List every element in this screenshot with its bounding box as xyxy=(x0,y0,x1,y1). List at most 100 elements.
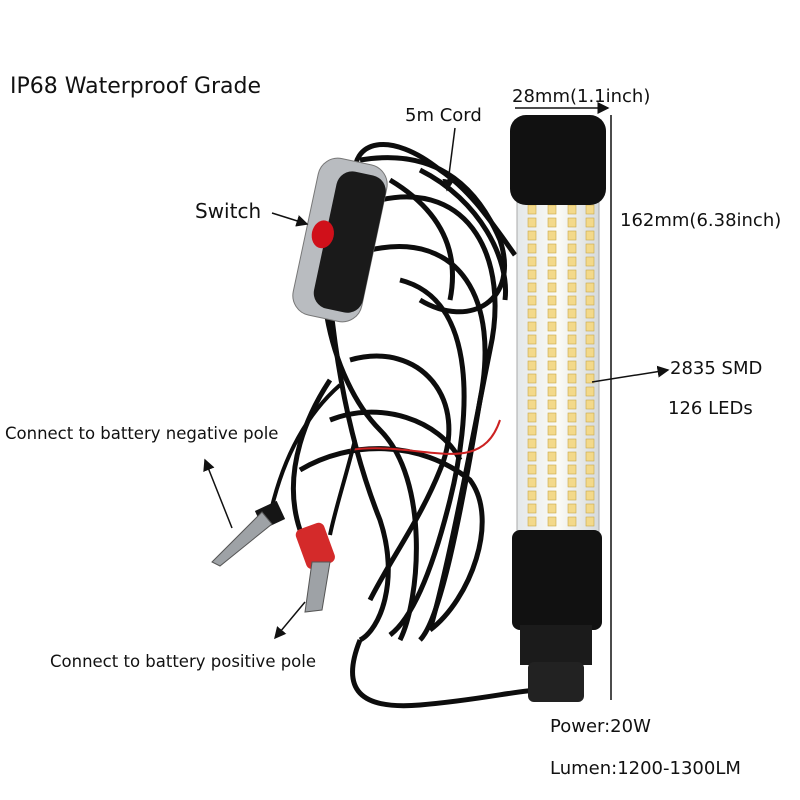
led-chip-icon xyxy=(567,308,577,319)
switch-label: Switch xyxy=(195,199,262,223)
led-chip-icon xyxy=(527,386,537,397)
battery-clip-negative xyxy=(211,383,342,567)
led-chip-icon xyxy=(527,451,537,462)
led-chip-icon xyxy=(547,425,557,436)
led-chip-icon xyxy=(567,334,577,345)
led-chip-icon xyxy=(547,490,557,501)
smd-arrow xyxy=(591,365,670,383)
led-chip-icon xyxy=(547,464,557,475)
led-chip-icon xyxy=(527,256,537,267)
led-chip-icon xyxy=(567,217,577,228)
cord-arrow xyxy=(442,127,456,192)
led-chip-icon xyxy=(585,451,595,462)
switch-button-icon xyxy=(311,220,334,249)
led-chip-icon xyxy=(567,230,577,241)
led-chip-icon xyxy=(527,464,537,475)
led-chip-icon xyxy=(567,282,577,293)
led-chip-icon xyxy=(585,295,595,306)
led-chip-icon xyxy=(585,477,595,488)
diameter-label: 28mm(1.1inch) xyxy=(512,86,651,107)
led-chip-icon xyxy=(527,399,537,410)
led-chip-icon xyxy=(585,360,595,371)
lumen-label: Lumen:1200-1300LM xyxy=(550,758,741,779)
led-chip-icon xyxy=(567,464,577,475)
led-chip-icon xyxy=(585,269,595,280)
led-chip-icon xyxy=(585,425,595,436)
led-chip-icon xyxy=(567,516,577,527)
led-chip-icon xyxy=(547,516,557,527)
led-chip-icon xyxy=(567,360,577,371)
switch-device xyxy=(292,157,388,323)
led-chip-icon xyxy=(567,503,577,514)
led-chip-icon xyxy=(527,347,537,358)
led-chip-icon xyxy=(527,217,537,228)
led-chip-icon xyxy=(585,230,595,241)
led-chip-icon xyxy=(527,516,537,527)
led-chip-icon xyxy=(547,243,557,254)
led-chip-icon xyxy=(567,386,577,397)
led-chip-icon xyxy=(527,308,537,319)
led-chip-icon xyxy=(527,438,537,449)
page-title: IP68 Waterproof Grade xyxy=(10,74,262,99)
led-chip-icon xyxy=(585,464,595,475)
led-chip-icon xyxy=(547,360,557,371)
led-chip-icon xyxy=(547,477,557,488)
led-chip-icon xyxy=(527,360,537,371)
led-chip-icon xyxy=(547,230,557,241)
led-chip-icon xyxy=(585,321,595,332)
led-chip-icon xyxy=(527,230,537,241)
negative-label: Connect to battery negative pole xyxy=(5,424,279,443)
led-chip-icon xyxy=(547,308,557,319)
led-chip-icon xyxy=(585,347,595,358)
led-chip-icon xyxy=(527,425,537,436)
led-chip-icon xyxy=(567,204,577,215)
length-label: 162mm(6.38inch) xyxy=(620,210,782,231)
led-chip-icon xyxy=(527,334,537,345)
led-chip-icon xyxy=(567,347,577,358)
led-chip-icon xyxy=(567,399,577,410)
led-chip-icon xyxy=(585,386,595,397)
led-chip-icon xyxy=(567,269,577,280)
led-chip-icon xyxy=(547,282,557,293)
led-chip-icon xyxy=(585,217,595,228)
led-chip-icon xyxy=(567,451,577,462)
negative-arrow xyxy=(203,458,233,529)
led-chip-icon xyxy=(567,425,577,436)
led-light-tube xyxy=(510,115,606,702)
led-chip-icon xyxy=(547,412,557,423)
led-chip-icon xyxy=(527,204,537,215)
led-chip-icon xyxy=(547,295,557,306)
led-chip-icon xyxy=(567,412,577,423)
led-chip-icon xyxy=(527,490,537,501)
led-chip-icon xyxy=(547,321,557,332)
led-chip-icon xyxy=(547,438,557,449)
led-chip-icon xyxy=(527,503,537,514)
led-chip-icon xyxy=(567,256,577,267)
led-chip-icon xyxy=(547,269,557,280)
led-chip-icon xyxy=(585,256,595,267)
led-chip-icon xyxy=(585,282,595,293)
led-chip-icon xyxy=(527,269,537,280)
led-chip-icon xyxy=(567,295,577,306)
led-chip-icon xyxy=(585,399,595,410)
led-chip-icon xyxy=(585,490,595,501)
led-chip-icon xyxy=(547,386,557,397)
cord-label: 5m Cord xyxy=(405,105,482,126)
positive-label: Connect to battery positive pole xyxy=(50,652,317,671)
led-chip-icon xyxy=(547,204,557,215)
led-chip-icon xyxy=(567,373,577,384)
led-chip-icon xyxy=(585,334,595,345)
led-chip-icon xyxy=(547,347,557,358)
led-chip-icon xyxy=(585,308,595,319)
led-chip-icon xyxy=(585,412,595,423)
led-chip-icon xyxy=(567,321,577,332)
led-chip-icon xyxy=(567,243,577,254)
led-chip-icon xyxy=(547,256,557,267)
led-chip-icon xyxy=(527,295,537,306)
led-chip-icon xyxy=(585,243,595,254)
battery-clip-positive xyxy=(295,439,357,613)
led-chip-icon xyxy=(585,438,595,449)
led-chip-icon xyxy=(567,490,577,501)
